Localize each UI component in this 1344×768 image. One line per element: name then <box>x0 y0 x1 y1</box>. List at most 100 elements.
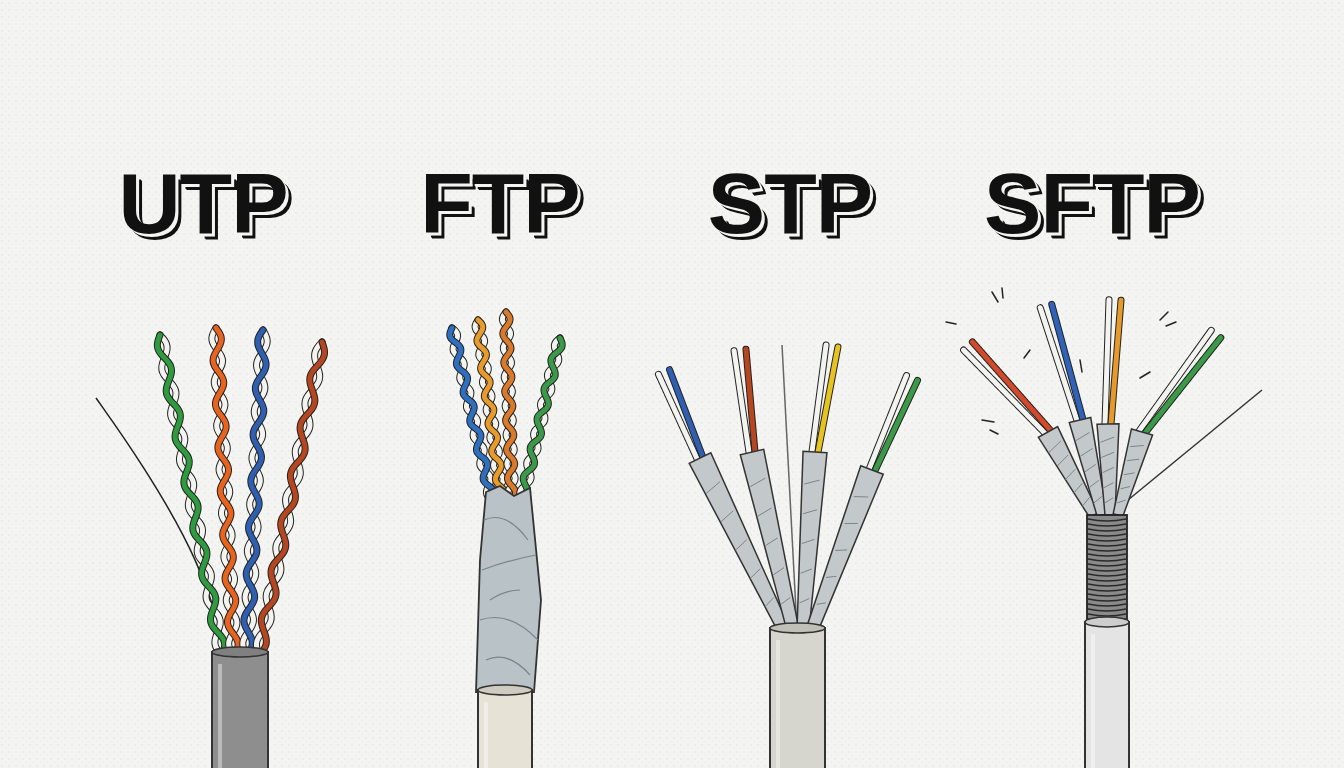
wire <box>522 338 562 500</box>
wire <box>1105 300 1109 424</box>
foil-crinkle <box>1057 455 1068 466</box>
wire <box>875 380 918 471</box>
wire-outline <box>818 347 838 453</box>
foil-crinkle <box>854 496 868 497</box>
braid-weave <box>1088 534 1126 536</box>
wire <box>1052 304 1083 419</box>
braid-weave <box>1088 554 1126 556</box>
stp-cable <box>658 345 917 768</box>
braid-weave <box>1088 599 1126 601</box>
utp-cable <box>96 328 325 768</box>
braid-weave <box>1088 559 1126 561</box>
wire-outline <box>502 312 515 500</box>
foil-crinkle <box>799 599 809 603</box>
foil-crinkle <box>802 539 815 543</box>
foil-shield <box>476 486 541 692</box>
foil-crinkle <box>765 597 774 606</box>
foil-crinkle <box>1121 487 1130 489</box>
action-mark <box>1160 312 1168 320</box>
wire <box>818 347 838 453</box>
wire <box>1144 338 1220 434</box>
wire-outline <box>972 342 1050 430</box>
braid-weave <box>1088 544 1126 546</box>
foil-crinkle <box>721 511 734 522</box>
wire <box>213 328 238 655</box>
foil-crinkle <box>1130 446 1143 447</box>
wire-outline <box>243 330 267 655</box>
foil-crinkle <box>803 510 817 514</box>
cable-type-label: FTP <box>420 160 579 246</box>
action-mark <box>992 292 998 302</box>
wire <box>502 312 515 500</box>
foil-crinkle <box>758 508 772 516</box>
foil-crinkle <box>1085 464 1096 472</box>
foil-crinkle <box>817 603 826 605</box>
foil-crinkle <box>1074 483 1083 493</box>
cable-jacket <box>212 652 268 768</box>
wire <box>1140 330 1212 430</box>
foil-crinkle <box>750 478 765 486</box>
foil-crinkle <box>1094 496 1102 503</box>
foil-crinkle <box>484 518 528 541</box>
wire <box>244 330 266 655</box>
foil-crinkle <box>706 482 720 494</box>
foil-crinkle <box>781 597 791 604</box>
cable-jacket <box>478 690 532 768</box>
wire-outline <box>670 370 703 457</box>
foil-crinkle <box>1080 448 1092 456</box>
wire-outline <box>213 328 238 655</box>
braid-weave <box>1088 589 1126 591</box>
wire-outline <box>1052 304 1083 419</box>
foil-crinkle <box>826 576 836 577</box>
ftp-cable <box>450 312 562 768</box>
wire-outline <box>244 330 266 655</box>
foil-crinkle <box>765 538 777 546</box>
wire-outline <box>1144 338 1220 434</box>
foil-crinkle <box>1104 483 1114 488</box>
foil-crinkle <box>482 555 536 570</box>
foil-crinkle <box>1089 480 1099 487</box>
wire-outline <box>1105 300 1109 424</box>
wire-outline <box>522 338 562 500</box>
cable-type-label: UTP <box>119 160 288 246</box>
action-mark <box>1166 322 1176 326</box>
action-mark <box>946 322 956 324</box>
braid-weave <box>1088 574 1126 576</box>
wire-outline <box>964 350 1046 434</box>
wire <box>243 330 267 655</box>
wire <box>746 349 755 451</box>
foil-sleeve <box>740 449 799 631</box>
foil-crinkle <box>1100 437 1114 442</box>
braid-shield <box>1087 515 1127 625</box>
foil-crinkle <box>1124 473 1135 475</box>
wire-outline <box>746 349 755 451</box>
foil-crinkle <box>1127 459 1139 461</box>
braid-weave <box>1088 529 1126 531</box>
wire <box>964 350 1046 434</box>
jacket-highlight <box>484 702 488 768</box>
wire <box>259 342 325 655</box>
braid-weave <box>1088 519 1126 521</box>
braid-weave <box>1088 584 1126 586</box>
foil-crinkle <box>750 569 760 579</box>
braid-weave <box>1088 549 1126 551</box>
foil-sleeve <box>797 451 827 630</box>
braid-weave <box>1088 539 1126 541</box>
action-mark <box>1024 350 1030 358</box>
wire-outline <box>875 380 918 471</box>
foil-crinkle <box>1105 498 1113 503</box>
foil-crinkle <box>486 657 530 675</box>
wire-outline <box>503 312 516 500</box>
foil-crinkle <box>1103 467 1114 472</box>
jacket-end <box>212 647 268 657</box>
foil-crinkle <box>1049 441 1061 453</box>
wire <box>972 342 1050 430</box>
sftp-cable <box>946 288 1262 768</box>
wire <box>503 312 516 500</box>
cable-type-label: STP <box>708 160 872 246</box>
action-mark <box>1080 360 1082 372</box>
braid-weave <box>1088 604 1126 606</box>
cable-jacket <box>1085 622 1129 768</box>
foil-crinkle <box>835 549 847 551</box>
